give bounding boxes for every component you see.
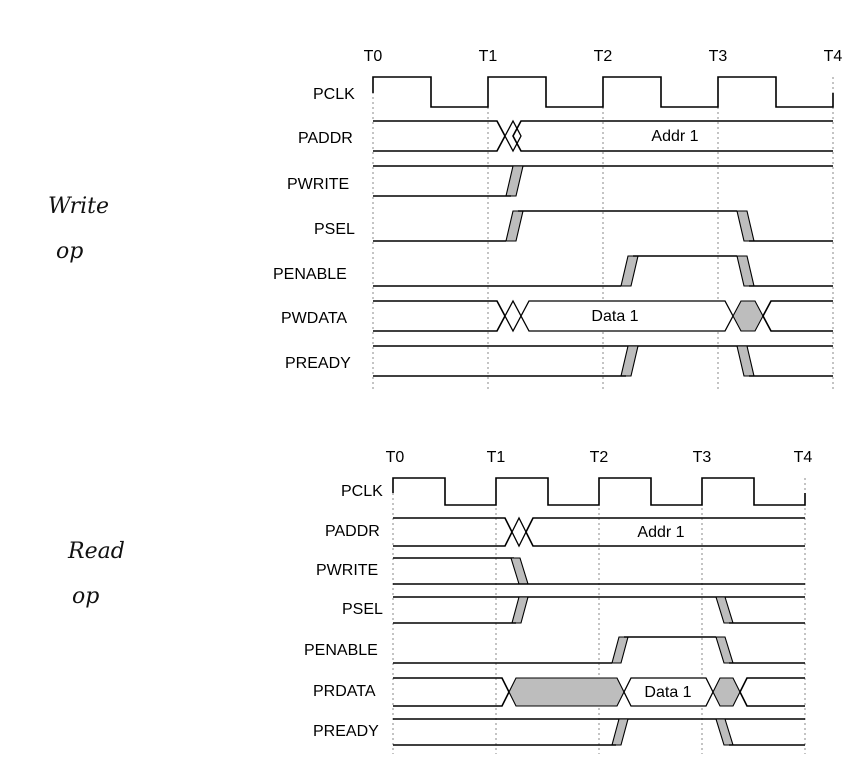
paddr-bus-value: Addr 1 (651, 128, 698, 145)
time-label-t3: T3 (693, 449, 712, 466)
signal-label-penable: PENABLE (304, 642, 378, 659)
signal-label-pwrite: PWRITE (287, 176, 349, 193)
prdata-waveform: Data 1 (393, 677, 805, 707)
pready-waveform (393, 718, 805, 746)
signal-label-pclk: PCLK (341, 483, 383, 500)
write-timing-diagram: T0 T1 T2 T3 T4 PCLK PADDR PWRITE PSEL PE… (273, 48, 842, 390)
time-label-t4: T4 (824, 48, 843, 65)
signal-label-prdata: PRDATA (313, 683, 376, 700)
paddr-waveform: Addr 1 (373, 119, 833, 153)
psel-waveform (393, 596, 805, 624)
prdata-bus-value: Data 1 (644, 684, 691, 701)
pclk-waveform (372, 76, 834, 108)
annotation-write-line2: op (56, 239, 83, 264)
time-label-t1: T1 (487, 449, 506, 466)
penable-waveform (373, 255, 833, 287)
time-label-t1: T1 (479, 48, 498, 65)
paddr-waveform: Addr 1 (393, 516, 805, 548)
time-label-t2: T2 (594, 48, 613, 65)
read-timing-diagram: T0 T1 T2 T3 T4 PCLK PADDR PWRITE PSEL PE… (304, 449, 812, 754)
signal-label-pready: PREADY (313, 723, 379, 740)
annotation-read-line2: op (72, 584, 99, 609)
signal-label-pclk: PCLK (313, 86, 355, 103)
psel-waveform (373, 210, 833, 242)
time-label-t0: T0 (386, 449, 405, 466)
time-label-t4: T4 (794, 449, 813, 466)
signal-label-penable: PENABLE (273, 266, 347, 283)
pwrite-waveform (373, 165, 833, 197)
paddr-bus-value: Addr 1 (637, 524, 684, 541)
signal-label-pwrite: PWRITE (316, 562, 378, 579)
time-label-t3: T3 (709, 48, 728, 65)
annotation-write-line1: Write (48, 194, 109, 219)
signal-label-pwdata: PWDATA (281, 310, 347, 327)
signal-label-paddr: PADDR (298, 130, 353, 147)
pready-waveform (373, 345, 833, 377)
pwdata-bus-value: Data 1 (591, 308, 638, 325)
pwdata-waveform: Data 1 (373, 299, 833, 333)
time-label-t0: T0 (364, 48, 383, 65)
pclk-waveform (392, 477, 806, 506)
write-op-annotation: Write op (48, 194, 109, 264)
time-label-t2: T2 (590, 449, 609, 466)
signal-label-pready: PREADY (285, 355, 351, 372)
signal-label-psel: PSEL (342, 601, 383, 618)
pwrite-waveform (393, 557, 805, 585)
penable-waveform (393, 636, 805, 664)
signal-label-psel: PSEL (314, 221, 355, 238)
signal-label-paddr: PADDR (325, 523, 380, 540)
annotation-read-line1: Read (67, 539, 125, 564)
read-op-annotation: Read op (67, 539, 125, 609)
